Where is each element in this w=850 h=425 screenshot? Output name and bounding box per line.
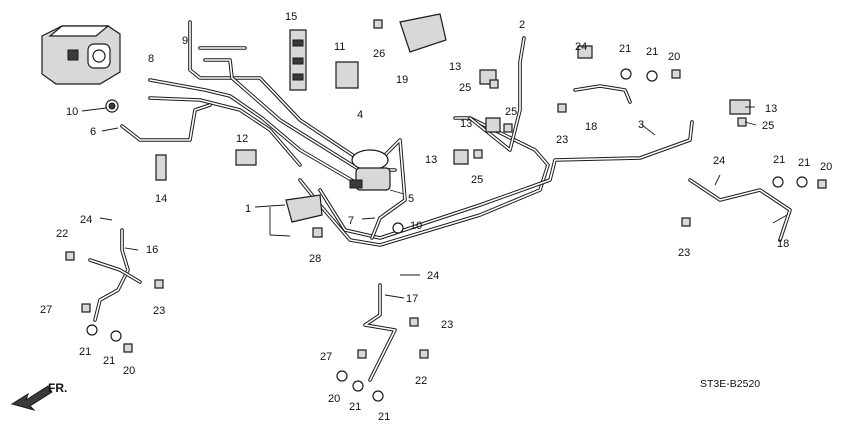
callout-26: 26	[373, 48, 385, 60]
callout-1: 1	[245, 203, 251, 215]
callout-24-b: 24	[713, 155, 725, 167]
callout-13-a: 13	[449, 61, 461, 73]
bolts-washers	[65, 19, 827, 402]
callout-21-h: 21	[378, 411, 390, 423]
callout-20-c: 20	[123, 365, 135, 377]
callout-25-a: 25	[459, 82, 471, 94]
callout-21-a: 21	[619, 43, 631, 55]
callout-10-cylinder: 10	[410, 220, 422, 232]
callout-2: 2	[519, 19, 525, 31]
abs-modulator-unit	[41, 25, 121, 85]
callout-labels: 1 2 3 4 5 6 7 8 9 10 10 11 12 13 13 13 1…	[40, 11, 832, 423]
callout-24-a: 24	[575, 41, 587, 53]
front-direction-arrow: FR.	[10, 381, 67, 411]
callout-21-c: 21	[773, 154, 785, 166]
callout-11: 11	[334, 41, 345, 53]
callout-8: 8	[148, 53, 154, 65]
callout-10-abs: 10	[66, 106, 78, 118]
callout-22-left: 22	[56, 228, 68, 240]
callout-21-f: 21	[103, 355, 115, 367]
callout-4: 4	[357, 109, 363, 121]
callout-22-center: 22	[415, 375, 427, 387]
callout-14: 14	[155, 193, 167, 205]
callout-6: 6	[90, 126, 96, 138]
master-cylinder	[349, 149, 391, 191]
callout-25-d: 25	[762, 120, 774, 132]
callout-20-b: 20	[820, 161, 832, 173]
callout-21-e: 21	[79, 346, 91, 358]
callout-18-upper: 18	[585, 121, 597, 133]
callout-24-c: 24	[80, 214, 92, 226]
diagram-code: ST3E-B2520	[700, 378, 760, 390]
callout-13-d: 13	[765, 103, 777, 115]
brake-pipes	[120, 20, 694, 247]
callout-23-b: 23	[678, 247, 690, 259]
callout-25-b: 25	[505, 106, 517, 118]
callout-7: 7	[348, 215, 354, 227]
callout-23-a: 23	[556, 134, 568, 146]
callout-15: 15	[285, 11, 297, 23]
callout-16: 16	[146, 244, 158, 256]
callout-27-left: 27	[40, 304, 52, 316]
callout-12: 12	[236, 133, 248, 145]
leader-lines	[81, 106, 788, 299]
callout-20-a: 20	[668, 51, 680, 63]
callout-3: 3	[638, 119, 644, 131]
callout-13-b: 13	[460, 118, 472, 130]
callout-23-d: 23	[441, 319, 453, 331]
clamps	[155, 13, 751, 223]
callout-27-center: 27	[320, 351, 332, 363]
callout-24-d: 24	[427, 270, 439, 282]
direction-label: FR.	[48, 381, 67, 395]
brake-hoses	[88, 84, 792, 382]
callout-5: 5	[408, 193, 414, 205]
callout-9: 9	[182, 35, 188, 47]
callout-21-b: 21	[646, 46, 658, 58]
callout-19: 19	[396, 74, 408, 86]
callout-23-c: 23	[153, 305, 165, 317]
callout-20-d: 20	[328, 393, 340, 405]
callout-25-c: 25	[471, 174, 483, 186]
callout-21-g: 21	[349, 401, 361, 413]
callout-18-lower: 18	[777, 238, 789, 250]
callout-28: 28	[309, 253, 321, 265]
callout-17: 17	[406, 293, 418, 305]
callout-21-d: 21	[798, 157, 810, 169]
callout-13-c: 13	[425, 154, 437, 166]
